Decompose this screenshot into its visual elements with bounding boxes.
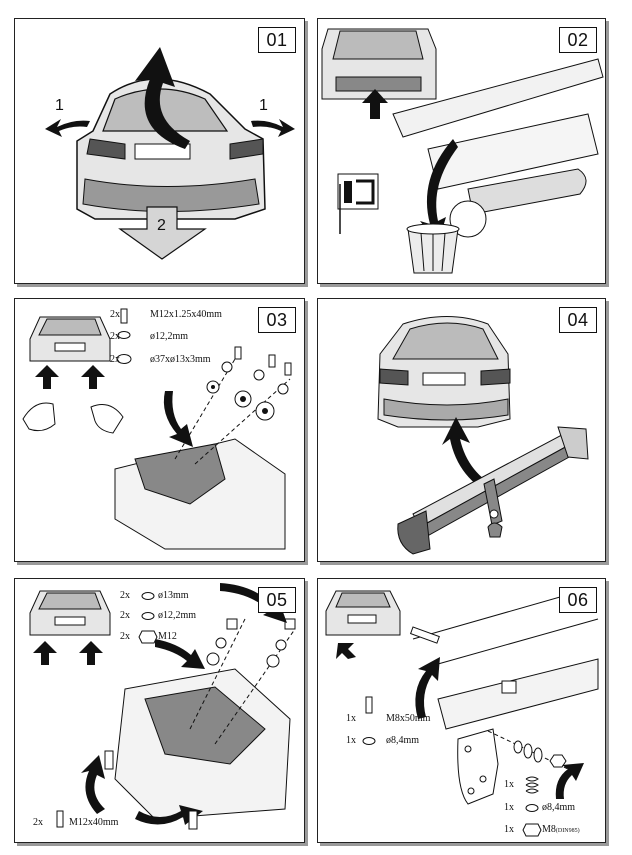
arrow-down-icon: [118, 206, 207, 260]
step-panel-02: 02: [317, 18, 606, 284]
step-number: 03: [258, 307, 296, 333]
spring-icon: [525, 776, 539, 794]
step-panel-01: 1 1 2 01: [14, 18, 305, 284]
step-number: 02: [559, 27, 597, 53]
arrow-label-right: 1: [259, 97, 268, 114]
towbar-bolting-illustration: [29, 583, 296, 830]
towbar-installation-illustration: [377, 316, 589, 555]
arrow-label-down: 2: [157, 217, 166, 234]
spring-washer-icon: [117, 331, 131, 339]
step-number: 05: [258, 587, 296, 613]
spring-washer-icon: [141, 612, 155, 620]
step-number: 04: [559, 307, 597, 333]
part-line: 1x: [504, 779, 514, 790]
step-panel-04: 04: [317, 298, 606, 562]
arrow-left-icon: [45, 119, 90, 137]
bolt-fitting-illustration: [22, 308, 292, 550]
electrical-socket-plate-illustration: [325, 588, 599, 837]
exploded-fasteners: [206, 346, 292, 421]
crash-bar-removal-illustration: [321, 28, 604, 274]
arrow-right-icon: [251, 119, 295, 137]
bolt-icon: [120, 308, 128, 324]
bolt-icon: [365, 696, 373, 714]
flat-washer-icon: [362, 737, 376, 745]
step-number: 01: [258, 27, 296, 53]
arrow-label-left: 1: [55, 97, 64, 114]
nut-icon: [138, 630, 158, 644]
bolt-icon: [56, 810, 64, 828]
car-rear-bumper-removal-illustration: [45, 47, 295, 260]
lock-nut-icon: [522, 823, 542, 837]
flat-washer-icon: [141, 592, 155, 600]
flat-washer-icon: [525, 804, 539, 812]
step-number: 06: [559, 587, 597, 613]
flat-washer-icon: [116, 354, 132, 364]
